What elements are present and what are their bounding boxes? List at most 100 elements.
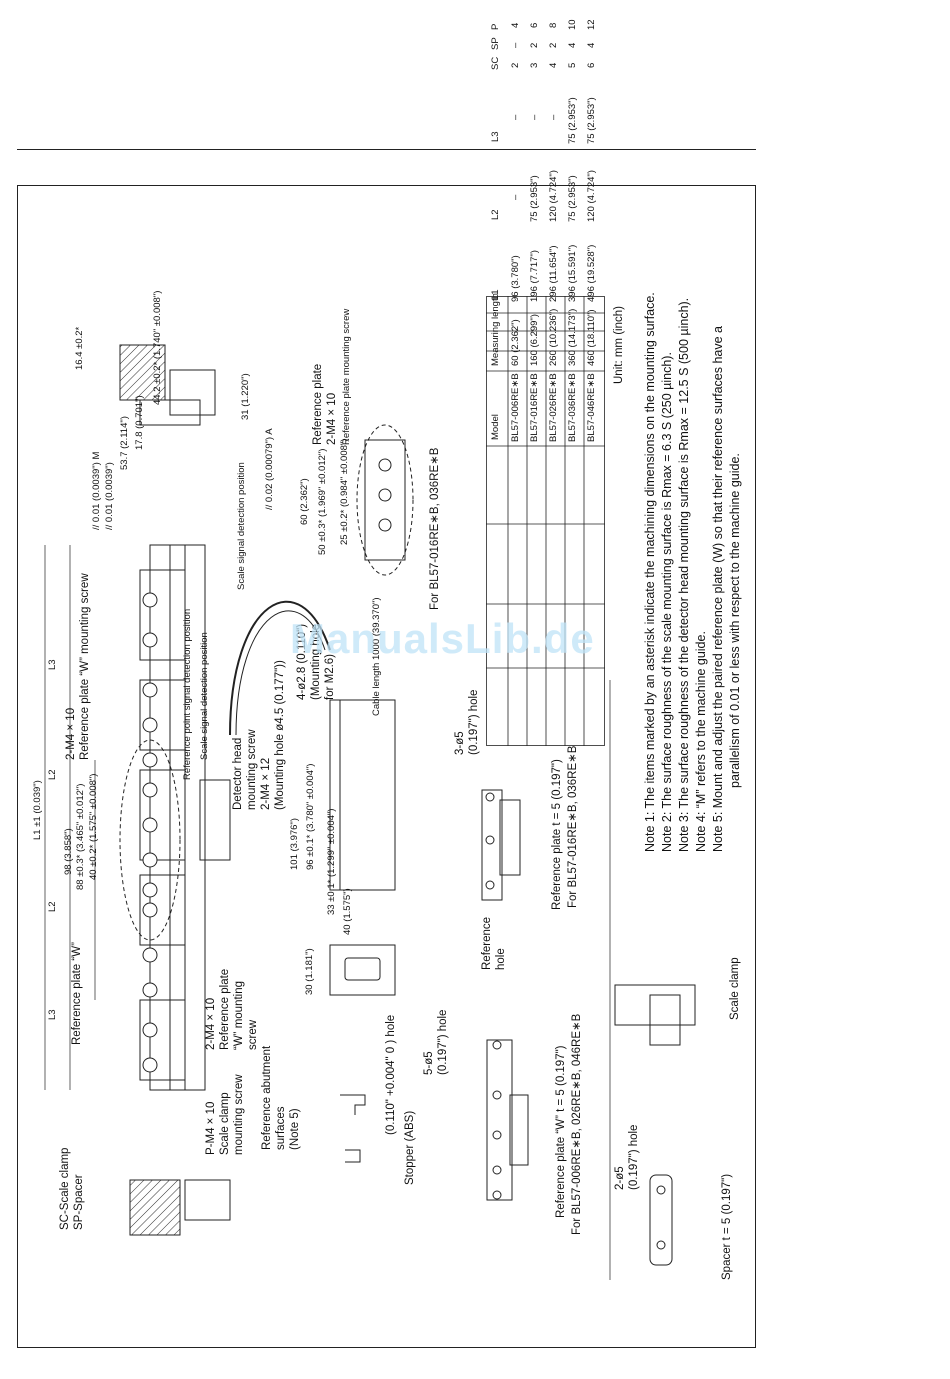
for-016-036-top-label: For BL57-016RE∗B, 036RE∗B [429,447,441,610]
table-cell: 75 (2.953") [586,97,597,144]
dim-31: 31 (1.220") [240,373,251,420]
section-view [119,344,216,426]
screw-heads [142,592,158,1073]
note-5: Note 5: Mount and adjust the paired refe… [711,326,725,852]
model-table [486,296,605,746]
table-cell: 260 (10.236") [548,308,559,366]
table-row: BL57-036RE∗B [567,373,578,442]
th-model: Model [490,414,501,440]
dim-178: 17.8 (0.701") [134,395,145,450]
note-5-cont: parallelism of 0.01 or less with respect… [728,453,742,788]
reference-plate-w-drawing [486,1039,529,1201]
m4x10-top-label: 2-M4 × 10 [65,707,77,760]
th-measuring-length: Measuring length [490,293,501,366]
table-cell: 6 [586,62,597,68]
ref-plate-w-screw-label: Reference plate [219,968,231,1050]
cable [229,600,331,736]
dim-l2b: L2 [47,769,58,780]
table-cell: 96 (3.780") [510,255,521,302]
ref-plate-top-label-2: 2-M4 × 10 [326,392,338,445]
table-cell: 120 (4.724") [548,170,559,222]
ref-plate-t5-label: Reference plate t = 5 (0.197") [551,759,563,910]
table-cell: 60 (2.362") [510,319,521,366]
dim-60: 60 (2.362") [299,478,310,525]
table-cell: 360 (14.173") [567,308,578,366]
for-006-label: For BL57-006RE∗B, 026RE∗B, 046RE∗B [571,1013,583,1235]
detector-head-label-2: mounting screw [246,729,258,810]
table-cell: 8 [548,22,559,28]
table-cell: 75 (2.953") [567,175,578,222]
note5-label: (Note 5) [289,1108,301,1150]
table-cell: 4 [567,42,578,48]
hole-3-label-2: (0.197") hole [468,689,480,755]
table-cell: 4 [510,22,521,28]
detector-head-label-3: 2-M4 × 12 [260,757,272,810]
hole-3-label: 3-ø5 [454,731,466,755]
hole-110-label: (0.110" +0.004" 0 ) hole [385,1014,397,1135]
table-cell: 2 [510,62,521,68]
th-p: P [490,23,501,30]
dim-l2a: L2 [47,901,58,912]
table-cell: – [548,114,559,120]
ref-hole-label: Reference [481,916,493,970]
table-cell: 160 (6.299") [529,314,540,366]
table-cell: 6 [529,22,540,28]
table-cell: 460 (18.110") [586,309,597,366]
spacer-label: Spacer t = 5 (0.197") [721,1173,733,1280]
hole-5-label: 5-ø5 [423,1051,435,1075]
th-sc: SC [490,56,501,70]
scale-clamp-screw-label-2: mounting screw [233,1074,245,1155]
ref-plate-w-mount-top-label: Reference plate “W” mounting screw [79,573,91,760]
dim-l3b: L3 [47,659,58,670]
table-row: BL57-006RE∗B [510,373,521,442]
sp-spacer-label: SP-Spacer [73,1174,85,1230]
table-row: BL57-016RE∗B [529,373,540,442]
table-cell: 75 (2.953") [567,97,578,144]
sc-clamp-label: SC-Scale clamp [59,1147,71,1230]
detector-head [199,779,231,861]
p-m4x10-label: P-M4 × 10 [205,1101,217,1155]
note-4: Note 4: “M” refers to the machine guide. [694,631,708,852]
header-rule [17,149,756,150]
dim-25: 25 ±0.2* (0.984" ±0.008") [339,438,350,545]
hole-2-label: 2-ø5 [614,1166,626,1190]
dim-537: 53.7 (2.114") [119,416,130,470]
top-reference-plate [364,439,406,561]
table-cell: 120 (4.724") [586,170,597,222]
for-016-036-label: For BL57-016RE∗B, 036RE∗B [567,745,579,908]
dim-164: 16.4 ±0.2* [74,326,85,370]
scale-clamp-label: Scale clamp [729,957,741,1020]
tol-3: // 0.02 (0.00079") A [264,428,275,510]
table-cell: 5 [567,62,578,68]
scale-signal-label-2: Scale signal detection position [236,462,247,590]
table-cell: – [529,114,540,120]
detector-head-label-4: (Mounting hole ø4.5 (0.177")) [274,660,286,810]
scale-body [149,544,206,1091]
dim-33: 33 ±0.1* (1.299" ±0.004") [326,808,337,915]
ref-plate-w-screw-label-2: “W” mounting [233,980,245,1050]
table-cell: 396 (15.591") [567,244,578,302]
unit-label: Unit: mm (inch) [613,306,625,384]
scale-clamp-screw-label: Scale clamp [219,1092,231,1155]
th-l3: L3 [490,131,501,142]
ref-plate-w-t5-label: Reference plate “W” t = 5 (0.197") [555,1045,567,1218]
dim-l3a: L3 [47,1009,58,1020]
th-l2: L2 [490,209,501,220]
section-view-bottom [129,1179,231,1236]
dim-442: 44.2 ±0.2* (1.740" ±0.008") [152,290,163,405]
tol-2: // 0.01 (0.0039") [104,462,115,530]
model-table-grid [486,296,605,746]
ref-plate-w-screw-label-3: screw [247,1019,259,1050]
m4x10-ref-label: 2-M4 × 10 [205,997,217,1050]
th-l1: L1 [490,289,501,300]
table-cell: 10 [567,19,578,30]
table-cell: 2 [548,42,559,48]
watermark: ManualsLib.de [290,615,595,662]
dim-96: 96 ±0.1* (3.780" ±0.004") [305,763,316,870]
table-cell: 75 (2.953") [529,175,540,222]
table-cell: – [510,194,521,200]
table-cell: 496 (19.528") [586,244,597,302]
dim-98: 98 (3.858") [63,828,74,875]
table-cell: – [510,42,521,48]
